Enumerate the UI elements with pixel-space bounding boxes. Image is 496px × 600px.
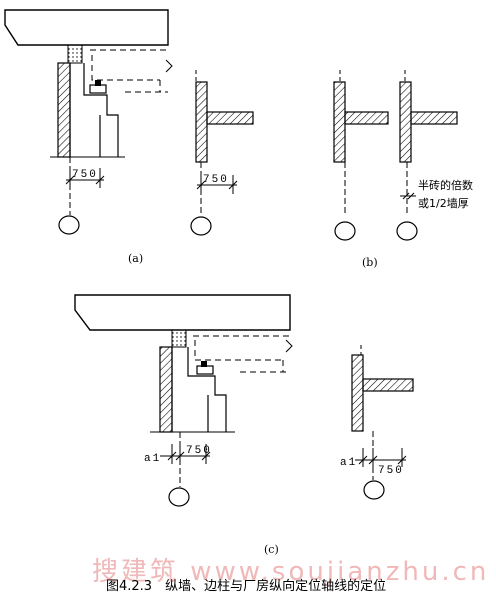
figure-b-plan-1 <box>333 70 389 241</box>
dim-750-a2: 750 <box>203 174 229 186</box>
figure-a-plan <box>190 70 254 236</box>
watermark-text: 搜建筑 www.soujianzhu.cn <box>92 557 489 587</box>
figure-c-section <box>74 294 293 507</box>
figure-a-section <box>4 9 173 235</box>
dim-a1-c1: a1 <box>144 453 161 465</box>
dim-750-a1: 750 <box>72 169 98 181</box>
label-a: (a) <box>128 252 143 265</box>
figure-caption: 图4.2.3 纵墙、边柱与厂房纵向定位轴线的定位 <box>106 578 386 594</box>
figure-c-plan <box>351 345 414 500</box>
label-b: (b) <box>362 256 378 269</box>
label-c: (c) <box>264 543 279 556</box>
dim-a1-c2: a1 <box>340 457 357 469</box>
dim-750-c1: 750 <box>186 445 212 457</box>
figure-b-plan-2 <box>396 70 458 241</box>
note-half-brick-2: 或1/2墙厚 <box>418 196 469 210</box>
dim-750-c2: 750 <box>378 465 404 477</box>
note-half-brick-1: 半砖的倍数 <box>418 178 473 192</box>
